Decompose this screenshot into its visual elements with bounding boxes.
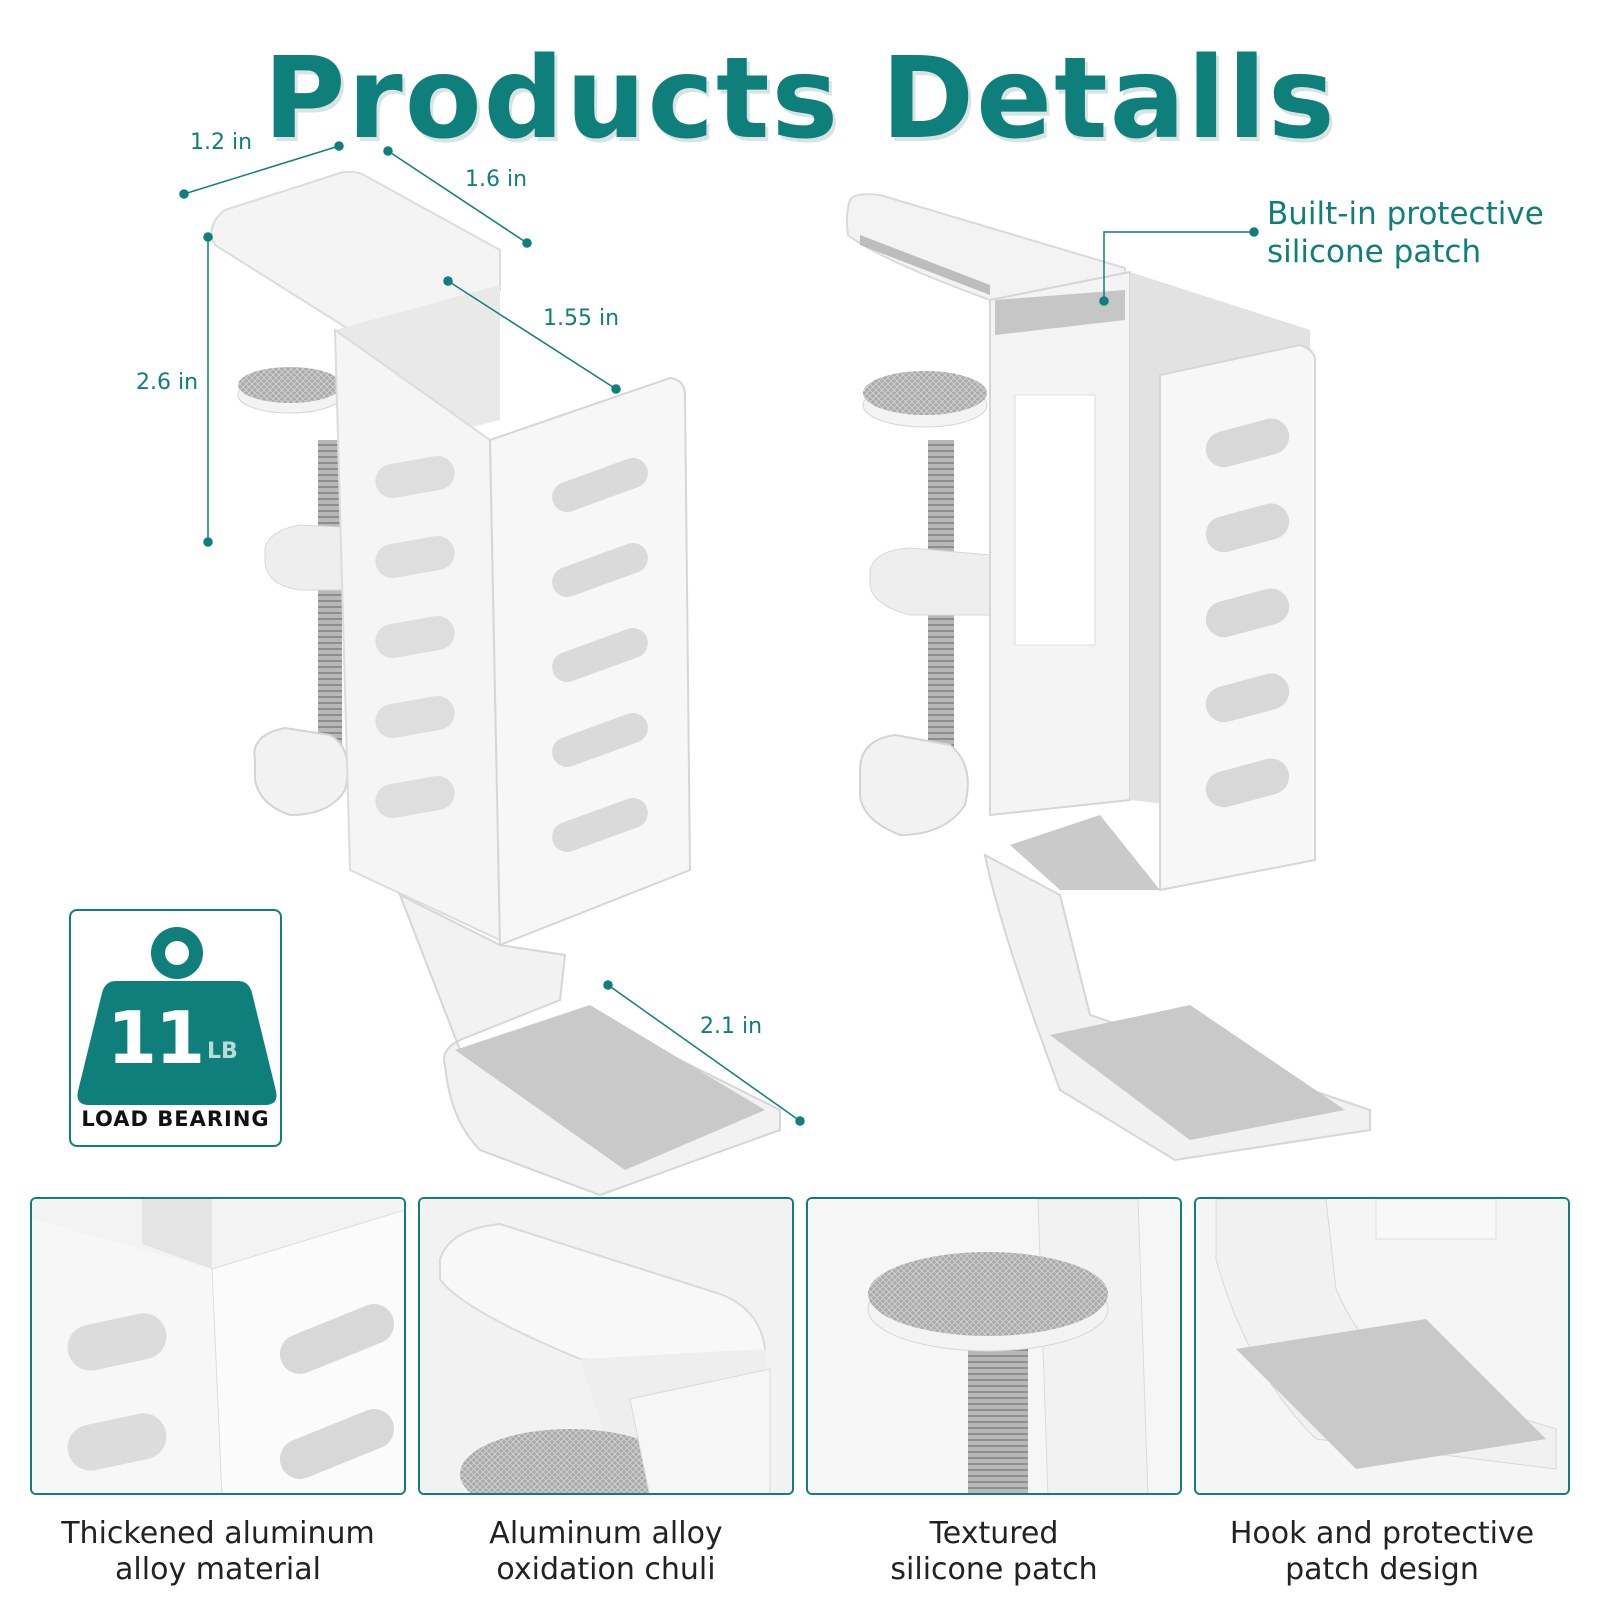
load-value: 11 [107, 996, 205, 1080]
screw [318, 440, 342, 760]
feature-caption-1: Thickened aluminum alloy material [28, 1516, 408, 1588]
hook-pad [455, 1005, 765, 1170]
feature-2-line-1: Aluminum alloy [489, 1516, 723, 1551]
detail-panel-material [30, 1197, 406, 1495]
feature-1-line-1: Thickened aluminum [61, 1516, 375, 1551]
callout-line-1: Built-in protective [1267, 196, 1544, 232]
feature-4-line-2: patch design [1285, 1552, 1479, 1587]
callout-line-2: silicone patch [1267, 234, 1482, 270]
silicone-patch-callout: Built-in protective silicone patch [1267, 195, 1544, 271]
dimension-lines [179, 141, 1259, 1126]
load-unit: LB [207, 1039, 238, 1064]
detail-panel-textured [806, 1197, 1182, 1495]
feature-1-line-2: alloy material [115, 1552, 321, 1587]
detail-panel-oxidation [418, 1197, 794, 1495]
textured-disk [238, 367, 342, 403]
feature-4-line-1: Hook and protective [1229, 1516, 1535, 1551]
feature-caption-3: Textured silicone patch [804, 1516, 1184, 1588]
feature-caption-2: Aluminum alloy oxidation chuli [416, 1516, 796, 1588]
feature-2-line-2: oxidation chuli [496, 1552, 716, 1587]
left-clamp-image [210, 170, 781, 1197]
dimension-top-width: 1.2 in [190, 130, 253, 155]
detail-panel-hook [1194, 1197, 1570, 1495]
right-clamp-image [845, 193, 1371, 1162]
load-bearing-badge: 11 LB LOAD BEARING [69, 909, 282, 1147]
dimension-holder-depth: 1.55 in [543, 306, 620, 331]
dimension-height: 2.6 in [136, 370, 199, 395]
dimension-top-depth: 1.6 in [465, 167, 528, 192]
load-label: LOAD BEARING [81, 1107, 270, 1131]
feature-caption-4: Hook and protective patch design [1192, 1516, 1572, 1588]
page-title: Products Detalls [263, 34, 1337, 164]
feature-3-line-1: Textured [929, 1516, 1059, 1551]
feature-3-line-2: silicone patch [890, 1552, 1098, 1587]
dimension-hook-length: 2.1 in [700, 1014, 763, 1039]
weight-icon [77, 927, 277, 1105]
